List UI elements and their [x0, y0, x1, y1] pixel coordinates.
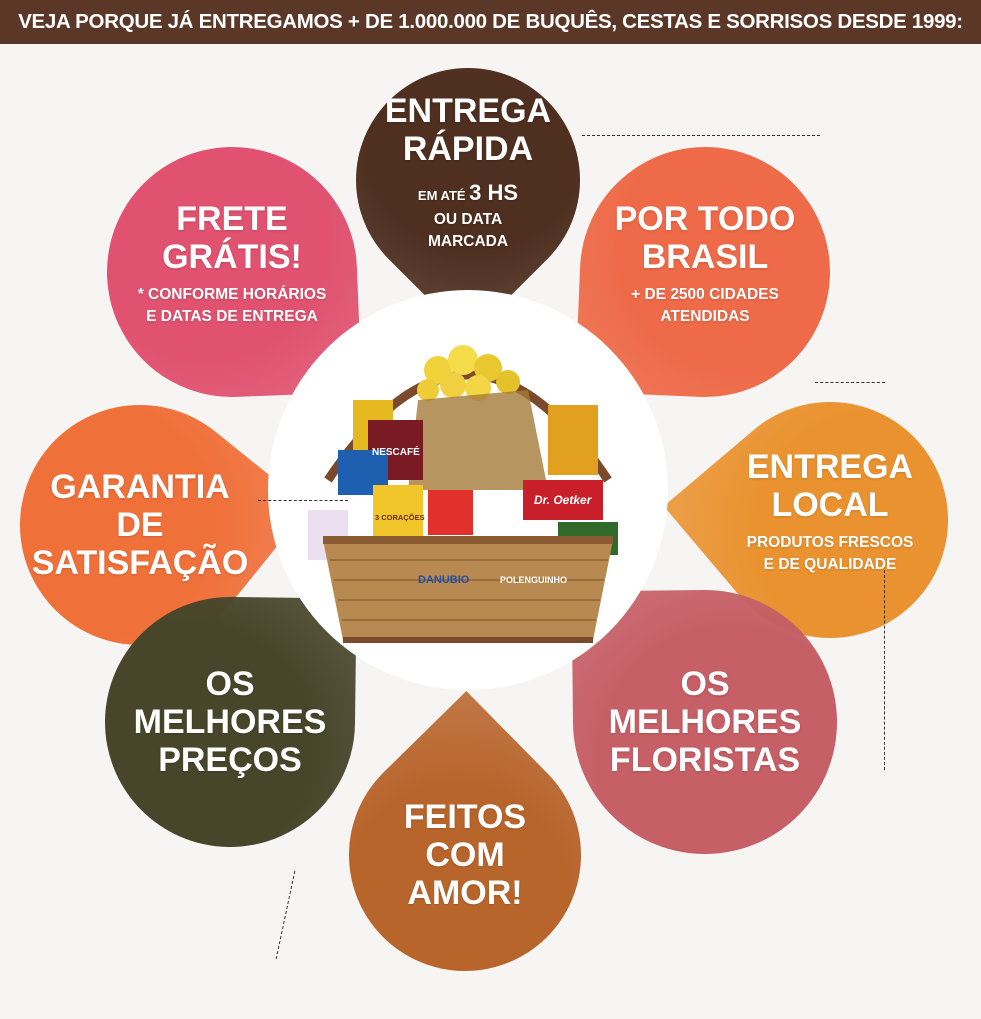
- petal-title-line: OS: [205, 664, 255, 703]
- dashed-line: [815, 382, 885, 383]
- petal-subtitle-emphasis: EM ATÉ 3 HS: [385, 178, 551, 209]
- petal-title-line: FRETE: [176, 200, 288, 239]
- petal-title-line: POR TODO: [614, 200, 796, 239]
- petal-title-line: RÁPIDA: [402, 129, 534, 168]
- product: [428, 490, 473, 535]
- petal-subtitle-line: * CONFORME HORÁRIOS: [137, 286, 327, 304]
- petal-subtitle-line: PRODUTOS FRESCOS: [746, 534, 914, 552]
- product-label: NESCAFÉ: [372, 445, 420, 458]
- product: [548, 405, 598, 475]
- petal-subtitle-line: + DE 2500 CIDADES: [631, 286, 779, 304]
- petal-title-line: BRASIL: [641, 238, 769, 277]
- product-label: 3 CORAÇÕES: [375, 513, 425, 522]
- petal-subtitle-line: E DATAS DE ENTREGA: [146, 308, 318, 326]
- basket-body: [323, 540, 613, 640]
- petal-subtitle-line: ATENDIDAS: [660, 308, 750, 326]
- petal-title-line: MELHORES: [608, 702, 802, 741]
- dashed-line: [884, 570, 885, 770]
- petal-title-line: FLORISTAS: [609, 741, 801, 780]
- product-label: DANUBIO: [418, 574, 470, 586]
- petal-subtitle-line: OU DATA: [433, 210, 503, 228]
- petal-title-line: DE: [116, 505, 164, 544]
- product-label: POLENGUINHO: [500, 575, 567, 585]
- product: [523, 480, 603, 520]
- petal-title-line: LOCAL: [771, 486, 889, 525]
- header-banner: VEJA PORQUE JÁ ENTREGAMOS + DE 1.000.000…: [0, 0, 981, 44]
- petal-title-line: AMOR!: [407, 874, 523, 913]
- header-title: VEJA PORQUE JÁ ENTREGAMOS + DE 1.000.000…: [18, 10, 963, 33]
- sub-prefix: EM ATÉ: [417, 187, 470, 203]
- dashed-line: [258, 500, 348, 501]
- petal-title-line: PREÇOS: [158, 741, 302, 780]
- gift-basket-image: NESCAFÉ DANUBIO POLENGUINHO 3 CORAÇÕES D…: [308, 345, 618, 643]
- product-label: Dr. Oetker: [534, 493, 593, 507]
- product: [373, 485, 423, 545]
- petal-subtitle-line: MARCADA: [427, 232, 509, 250]
- petal-title-line: MELHORES: [133, 702, 327, 741]
- petal-title-line: COM: [425, 835, 505, 874]
- petal-title-line: ENTREGA: [384, 91, 552, 130]
- petal-title-line: GRÁTIS!: [162, 238, 302, 277]
- petal-title-line: ENTREGA: [746, 448, 914, 487]
- basket-circle: NESCAFÉ DANUBIO POLENGUINHO 3 CORAÇÕES D…: [268, 290, 668, 690]
- petal-title-line: SATISFAÇÃO: [31, 544, 249, 583]
- sub-emphasis: 3 HS: [469, 179, 519, 205]
- flowers: [408, 345, 548, 490]
- dashed-line: [275, 870, 296, 960]
- petal-title-line: GARANTIA: [50, 467, 230, 506]
- petal-title-line: FEITOS: [403, 797, 527, 836]
- petal-title-line: OS: [680, 664, 730, 703]
- dashed-line: [582, 135, 820, 136]
- petal-subtitle-line: E DE QUALIDADE: [763, 556, 897, 574]
